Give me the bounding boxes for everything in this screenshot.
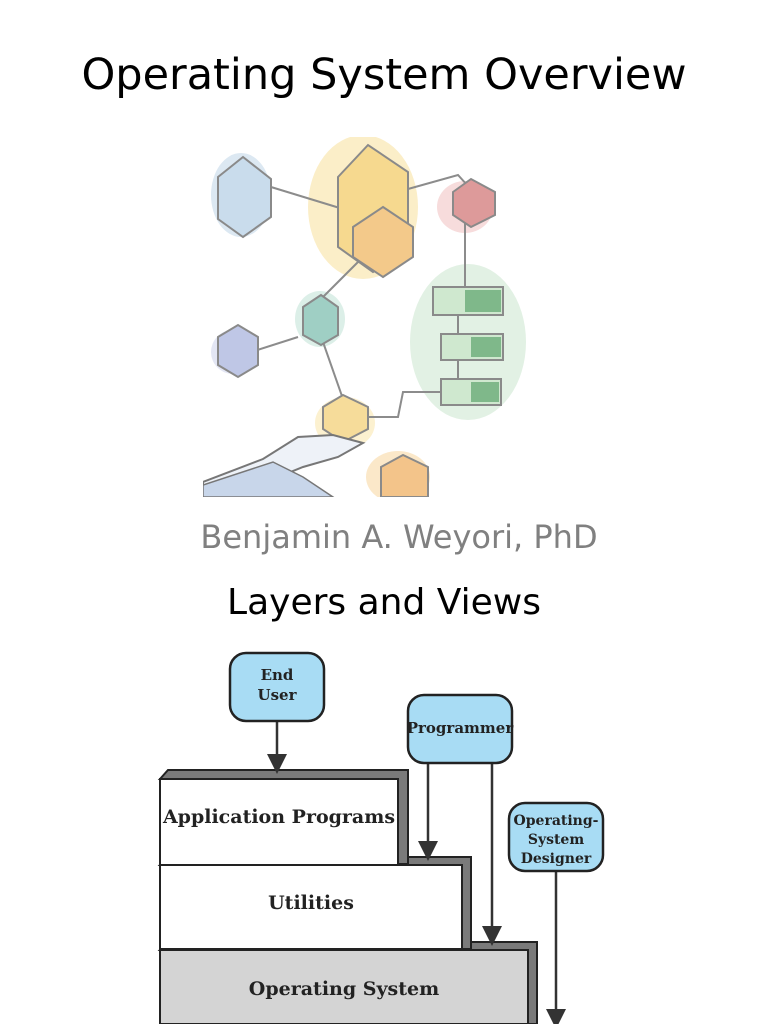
role-os-designer-line1: Operating-: [514, 813, 599, 829]
layer-operating-system: Operating System: [157, 941, 538, 1024]
network-clipart-icon: [203, 137, 526, 497]
layer-utilities-label: Utilities: [268, 892, 354, 914]
role-os-designer-line3: Designer: [521, 851, 592, 867]
role-os-designer-line2: System: [528, 832, 585, 848]
layers-views-diagram: Operating System Utilities Application P…: [157, 651, 605, 1024]
role-programmer-label: Programmer: [407, 719, 515, 737]
layer-application-programs: Application Programs: [157, 769, 409, 866]
section-title: Layers and Views: [227, 582, 541, 623]
layer-operating-system-label: Operating System: [249, 978, 439, 1000]
slide-title: Operating System Overview: [81, 50, 687, 100]
role-end-user-line2: User: [258, 686, 298, 704]
author-name: Benjamin A. Weyori, PhD: [200, 518, 598, 556]
layer-utilities: Utilities: [157, 856, 472, 950]
role-programmer: Programmer: [406, 693, 515, 765]
layer-application-programs-label: Application Programs: [162, 806, 395, 828]
role-end-user: End User: [228, 651, 326, 723]
role-end-user-line1: End: [261, 666, 294, 684]
role-os-designer: Operating- System Designer: [507, 801, 605, 873]
